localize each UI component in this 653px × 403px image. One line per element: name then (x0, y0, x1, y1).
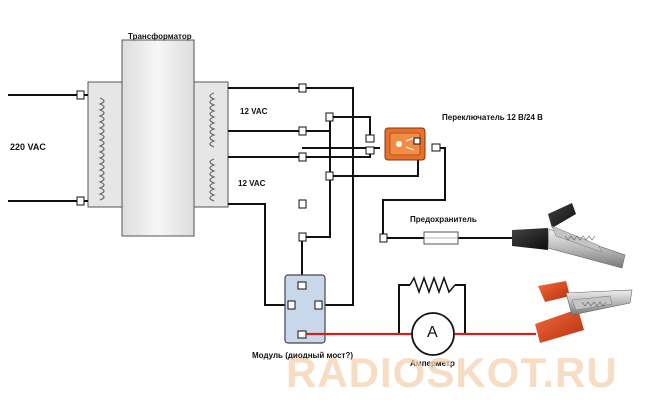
diode-bridge-module (284, 274, 326, 344)
shunt-resistor-icon (409, 275, 456, 295)
alligator-clip-black-icon (512, 203, 626, 269)
mains-wires (8, 94, 88, 202)
secondary-wires (228, 87, 520, 333)
transformer-label: Трансформатор (128, 32, 192, 41)
watermark: RADIOSKOT.RU (286, 349, 618, 396)
ammeter-label: Амперметр (410, 359, 455, 368)
secondary-top-label: 12 VAC (240, 107, 268, 116)
primary-terminals (76, 90, 85, 206)
secondary-terminals (298, 83, 388, 243)
module-label: Модуль (диодный мост?) (252, 351, 354, 360)
alligator-clip-red-icon (535, 281, 633, 343)
toggle-switch-icon (365, 127, 441, 161)
fuse-icon (423, 231, 459, 245)
ammeter-icon (411, 312, 455, 356)
mains-input-label: 220 VAC (10, 142, 46, 152)
ammeter-symbol: A (427, 324, 438, 341)
transformer-icon (87, 39, 229, 237)
secondary-bottom-label: 12 VAC (238, 179, 266, 188)
fuse-label: Предохранитель (410, 215, 477, 224)
switch-label: Переключатель 12 В/24 В (442, 113, 543, 122)
